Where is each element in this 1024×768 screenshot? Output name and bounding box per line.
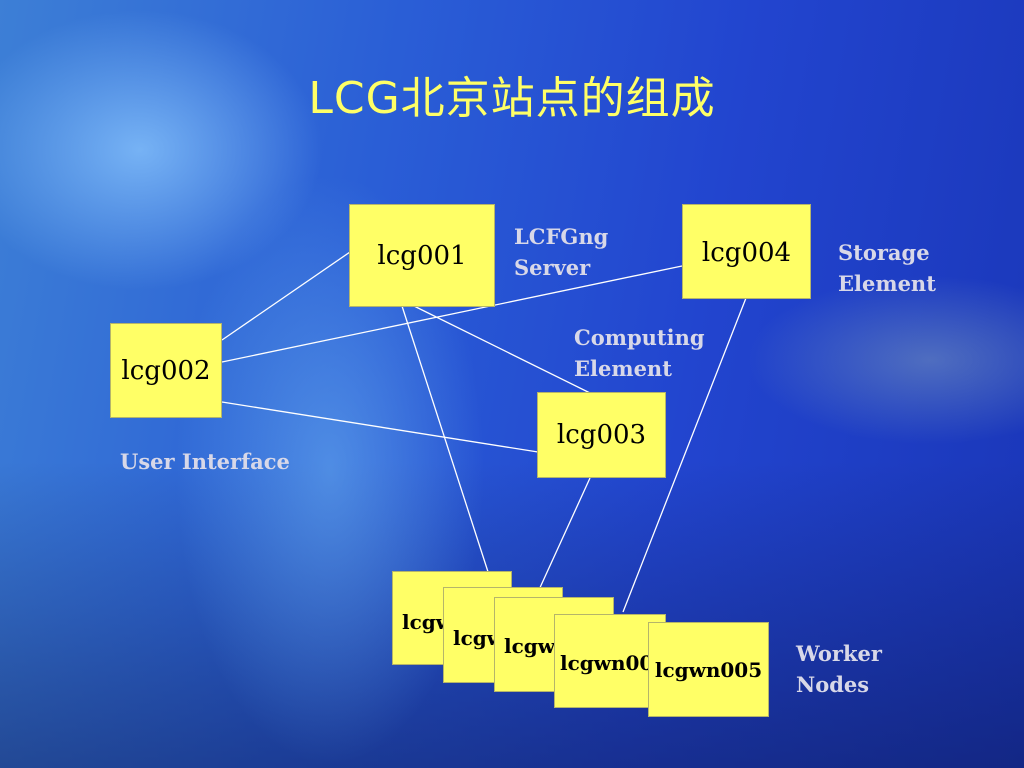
link-lcg004-workers [622,297,747,613]
label-storage-element: Storage Element [838,237,936,299]
slide-title: LCG北京站点的组成 [308,73,716,124]
label-computing-element-line1: Computing [574,325,705,350]
link-lcg002-lcg004 [221,265,683,363]
node-lcg001: lcg001 [349,204,495,307]
link-lcg001-workers [401,305,491,579]
label-user-interface: User Interface [120,449,290,474]
link-lcg002-lcg003 [221,401,539,453]
label-storage-element-line1: Storage [838,240,930,265]
label-storage-element-line2: Element [838,271,936,296]
label-lcfgng-server-line2: Server [514,255,591,280]
label-lcfgng-server: LCFGng Server [514,221,608,283]
label-worker-nodes-line1: Worker [796,641,882,666]
node-lcgwn005: lcgwn005 [648,622,769,717]
link-lcg003-workers [537,477,591,593]
label-worker-nodes: Worker Nodes [796,638,882,700]
label-computing-element: Computing Element [574,322,705,384]
node-lcgwn004: lcgwn004 [554,614,666,708]
label-computing-element-line2: Element [574,356,672,381]
node-lcg004: lcg004 [682,204,811,299]
link-lcg002-lcg001 [221,251,351,341]
node-lcg003: lcg003 [537,392,666,478]
link-lcg001-lcg003 [413,305,591,394]
label-worker-nodes-line2: Nodes [796,672,870,697]
node-lcg002: lcg002 [110,323,222,418]
label-lcfgng-server-line1: LCFGng [514,224,609,249]
